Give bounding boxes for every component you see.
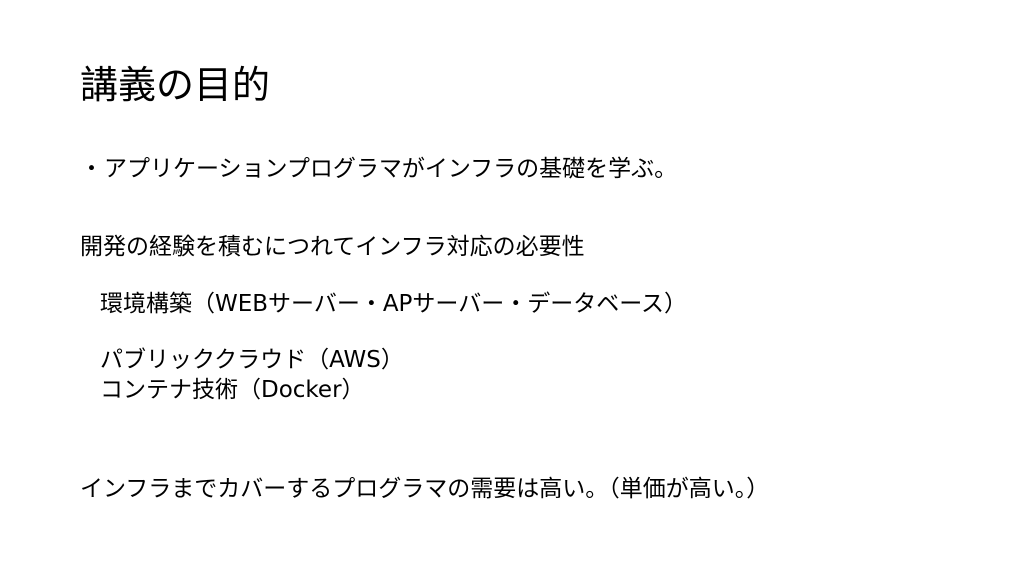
- bullet-text: アプリケーションプログラマがインフラの基礎を学ぶ。: [104, 156, 678, 182]
- sub-item-public-cloud: パブリッククラウド（AWS）: [100, 347, 404, 373]
- sub-item-environment: 環境構築（WEBサーバー・APサーバー・データベース）: [100, 291, 688, 317]
- conclusion-text: インフラまでカバーするプログラマの需要は高い。（単価が高い。）: [80, 476, 770, 502]
- sub-item-container: コンテナ技術（Docker）: [100, 377, 365, 403]
- section-heading: 開発の経験を積むにつれてインフラ対応の必要性: [80, 234, 585, 260]
- bullet-marker: ・: [80, 156, 103, 182]
- slide-title: 講義の目的: [80, 63, 271, 107]
- bullet-item: ・アプリケーションプログラマがインフラの基礎を学ぶ。: [80, 154, 677, 184]
